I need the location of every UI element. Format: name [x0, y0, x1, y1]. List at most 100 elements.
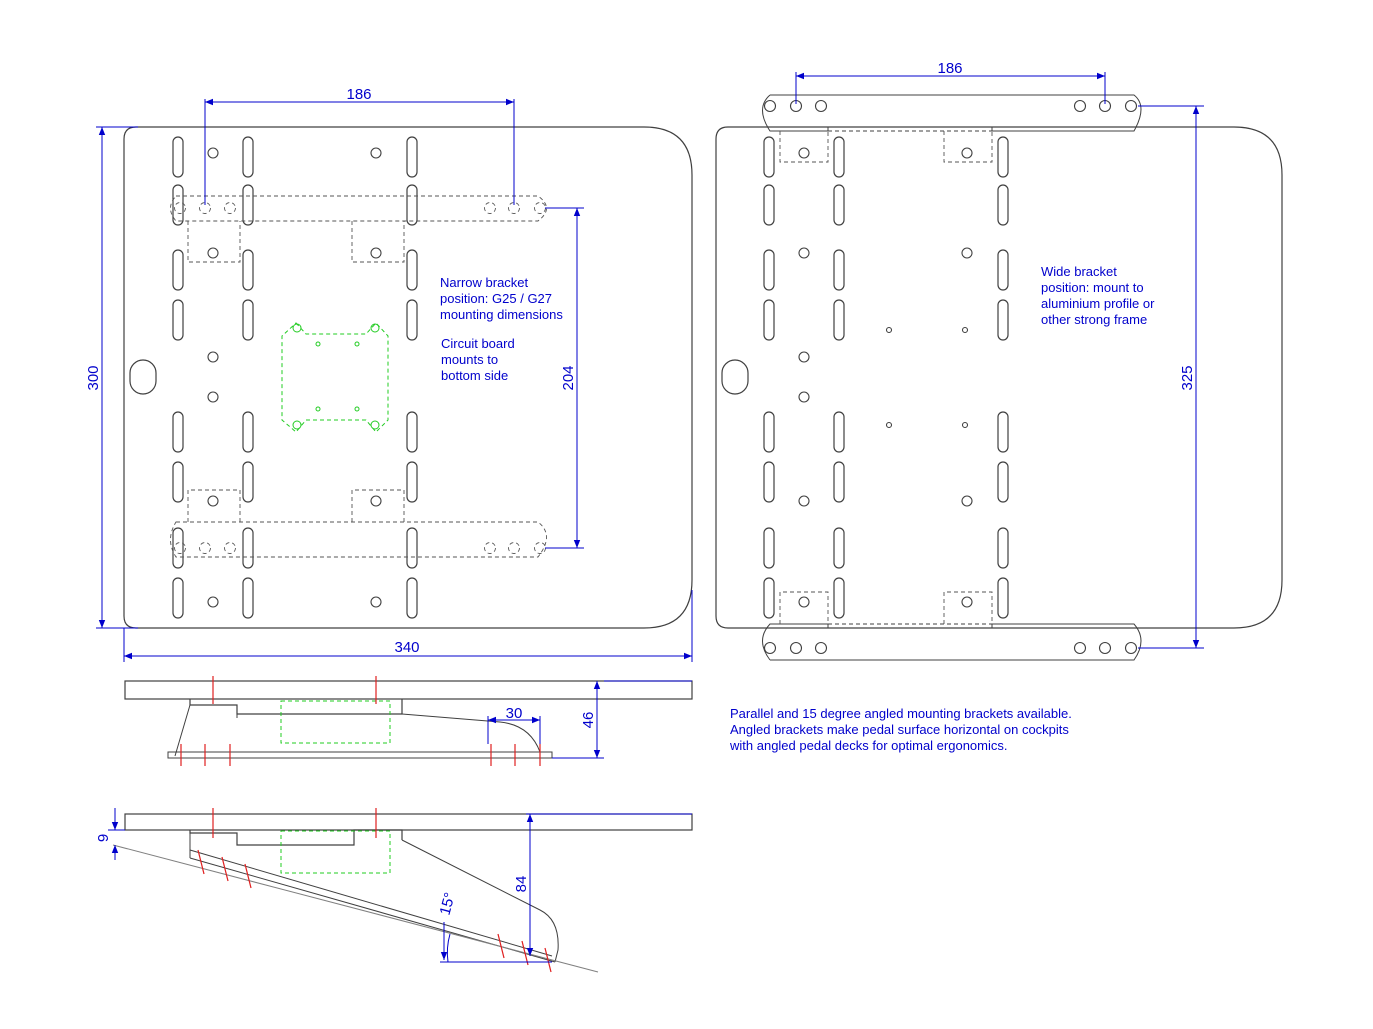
bolt-hole	[961, 495, 973, 507]
bolt-hole	[508, 202, 520, 214]
mounting-slot	[172, 184, 184, 226]
mounting-slot	[172, 136, 184, 178]
bolt-hole	[370, 147, 382, 159]
dim-30: 30	[506, 705, 523, 722]
mounting-slot	[242, 299, 254, 341]
mounting-slot	[833, 184, 845, 226]
bolt-hole	[885, 421, 893, 429]
bolt-hole	[798, 247, 810, 259]
mounting-slot	[833, 577, 845, 619]
left-plate-view: 186 300 204 340 Narrow bracket position:…	[85, 86, 693, 662]
bolt-hole	[885, 326, 893, 334]
right-handle-slot	[721, 359, 749, 395]
mounting-slot	[763, 527, 775, 569]
bolt-hole	[789, 641, 803, 655]
bolt-hole	[508, 542, 520, 554]
mounting-slot	[997, 299, 1009, 341]
mounting-slot	[242, 527, 254, 569]
right-plate-view: 186 325 Wide bracket position: mount to …	[715, 60, 1283, 661]
mounting-slot	[997, 527, 1009, 569]
left-slot-group	[172, 136, 418, 619]
dim-84: 84	[513, 876, 530, 893]
left-handle-slot	[129, 359, 157, 395]
mounting-slot	[242, 461, 254, 503]
left-top-bracket	[170, 195, 547, 263]
mounting-slot	[997, 411, 1009, 453]
mounting-slot	[763, 136, 775, 178]
mounting-slot	[406, 461, 418, 503]
bolt-hole	[207, 351, 219, 363]
mounting-slot	[833, 411, 845, 453]
bolt-hole	[961, 326, 969, 334]
right-plate-outline	[715, 126, 1283, 629]
mounting-slot	[406, 577, 418, 619]
dim-340: 340	[394, 639, 419, 656]
bolt-hole	[207, 391, 219, 403]
bolt-hole	[961, 147, 973, 159]
dim-186-left: 186	[346, 86, 371, 103]
bolt-hole	[199, 542, 211, 554]
bolt-hole	[763, 99, 777, 113]
bolt-hole	[763, 641, 777, 655]
bolt-hole	[484, 202, 496, 214]
left-hole-group	[174, 147, 546, 608]
note-parallel-angled: Parallel and 15 degree angled mounting b…	[729, 706, 1075, 753]
mounting-slot	[172, 527, 184, 569]
bolt-hole	[199, 202, 211, 214]
mounting-slot	[763, 299, 775, 341]
bolt-hole	[798, 391, 810, 403]
right-bottom-bracket	[762, 591, 1142, 661]
bolt-hole	[207, 596, 219, 608]
left-plate-outline	[123, 126, 693, 629]
dim-325: 325	[1179, 365, 1196, 390]
left-bottom-bracket	[170, 489, 547, 558]
note-narrow-bracket: Narrow bracket position: G25 / G27 mount…	[440, 275, 563, 322]
dim-15-degree: 15°	[437, 891, 459, 917]
mounting-slot	[406, 136, 418, 178]
circuit-board-outline	[281, 322, 389, 433]
right-hole-group	[763, 99, 1138, 655]
mounting-slot	[997, 249, 1009, 291]
bolt-hole	[1124, 641, 1138, 655]
note-circuit-board: Circuit board mounts to bottom side	[441, 336, 518, 383]
mounting-slot	[172, 411, 184, 453]
bolt-hole	[814, 99, 828, 113]
right-slot-group	[763, 136, 1009, 619]
mounting-slot	[406, 411, 418, 453]
bolt-hole	[798, 495, 810, 507]
bolt-hole	[534, 202, 546, 214]
right-top-bracket	[762, 94, 1142, 163]
bolt-hole	[370, 596, 382, 608]
parallel-side-view: 30 46	[124, 676, 693, 766]
bolt-hole	[174, 542, 186, 554]
mounting-slot	[833, 527, 845, 569]
mounting-slot	[997, 577, 1009, 619]
bolt-hole	[207, 147, 219, 159]
mounting-slot	[242, 136, 254, 178]
mounting-slot	[997, 184, 1009, 226]
mounting-slot	[763, 577, 775, 619]
mounting-slot	[242, 184, 254, 226]
mounting-slot	[833, 249, 845, 291]
bolt-hole	[207, 495, 219, 507]
mounting-slot	[172, 249, 184, 291]
mounting-slot	[406, 527, 418, 569]
mounting-slot	[763, 411, 775, 453]
bolt-hole	[814, 641, 828, 655]
dim-186-right: 186	[937, 60, 962, 77]
mounting-slot	[172, 299, 184, 341]
bolt-hole	[798, 596, 810, 608]
mounting-slot	[833, 136, 845, 178]
mounting-slot	[997, 461, 1009, 503]
mounting-slot	[242, 249, 254, 291]
bolt-hole	[798, 351, 810, 363]
bolt-hole	[961, 247, 973, 259]
bolt-hole	[1073, 641, 1087, 655]
bolt-hole	[1098, 641, 1112, 655]
bolt-hole	[370, 495, 382, 507]
mounting-slot	[997, 136, 1009, 178]
bolt-hole	[1073, 99, 1087, 113]
mounting-slot	[406, 299, 418, 341]
bolt-hole	[961, 596, 973, 608]
